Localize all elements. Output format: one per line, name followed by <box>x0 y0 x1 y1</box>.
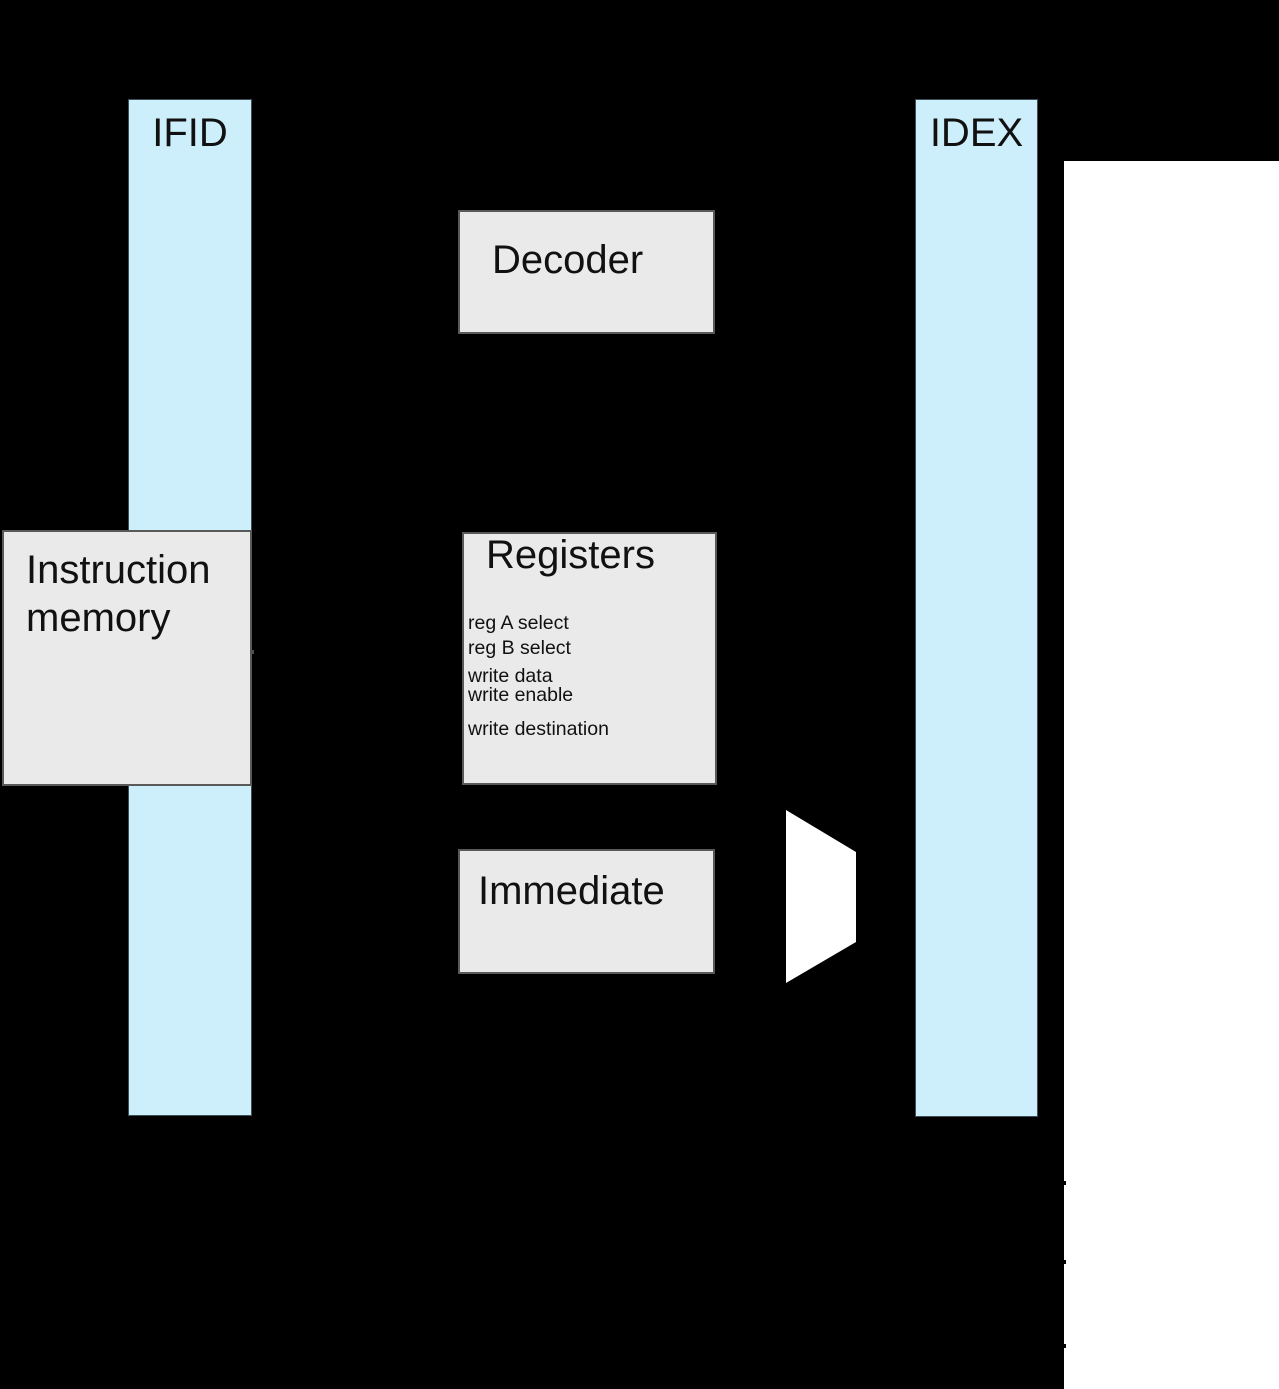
registers-port-reg-b-select: reg B select <box>468 637 571 659</box>
registers-port-write-destination: write destination <box>468 718 609 740</box>
registers-port-write-enable: write enable <box>468 684 574 706</box>
wire-stub <box>1061 1181 1066 1185</box>
decoder-label: Decoder <box>492 238 644 282</box>
idex-pipeline-register-bar: IDEX <box>915 99 1038 1117</box>
registers-title: Registers <box>486 533 655 577</box>
instruction-memory-block: Instruction memory <box>2 530 252 786</box>
execute-stage-panel <box>1064 161 1279 1389</box>
wire-stub <box>1061 1344 1066 1348</box>
registers-block: Registers reg A select reg B select writ… <box>462 532 717 785</box>
mux-trapezoid-shape <box>786 810 856 983</box>
decoder-block: Decoder <box>458 210 715 334</box>
registers-port-write-data: write data <box>468 665 553 687</box>
idex-label: IDEX <box>929 111 1024 155</box>
immediate-label: Immediate <box>478 869 665 913</box>
ifid-label: IFID <box>152 111 228 155</box>
registers-port-reg-a-select: reg A select <box>468 612 569 634</box>
wire-stub <box>251 650 254 654</box>
immediate-block: Immediate <box>458 849 715 974</box>
instruction-memory-label: Instruction memory <box>26 548 211 640</box>
wire-stub <box>1061 1260 1066 1264</box>
